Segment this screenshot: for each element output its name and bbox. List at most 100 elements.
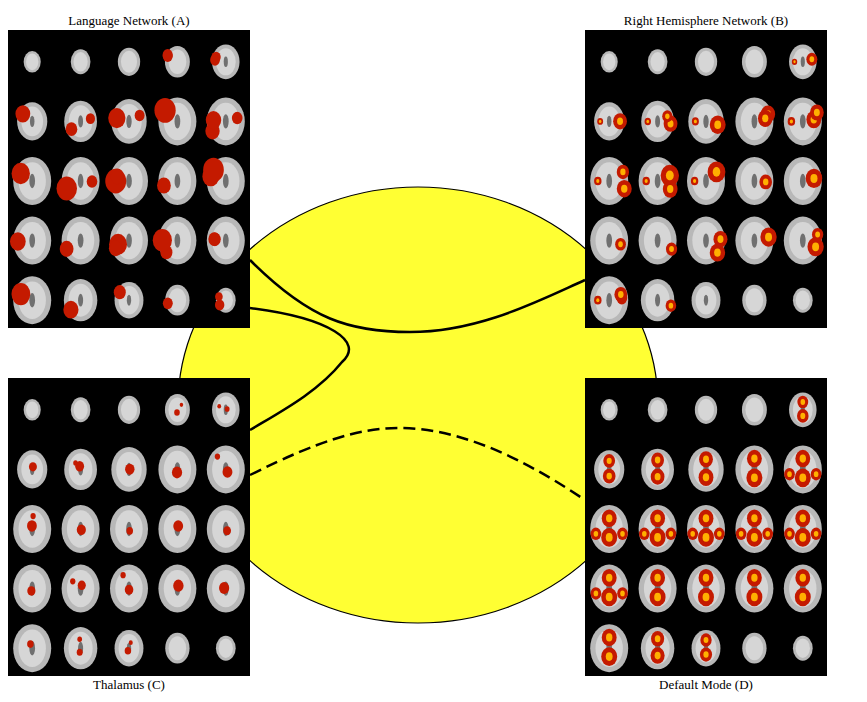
brain-slice [641, 449, 674, 490]
brain-slice [784, 217, 824, 265]
brain-slice [784, 565, 822, 613]
brain-slice [687, 217, 727, 265]
brain-slice [111, 447, 146, 492]
brain-slice [639, 157, 679, 205]
brain-slice [71, 49, 91, 74]
brain-slice [784, 445, 822, 493]
brain-slice [742, 285, 766, 316]
brain-slice [742, 46, 767, 78]
brain-slice [688, 447, 723, 492]
brain-slice [735, 445, 773, 493]
brain-slice [12, 157, 52, 205]
brain-slice [687, 505, 725, 553]
scan-background [8, 30, 250, 328]
brain-slice [594, 450, 624, 488]
scan-panel: Default Mode (D) [585, 378, 827, 694]
brain-slice [742, 394, 767, 426]
brain-slice [641, 627, 674, 669]
brain-slice [60, 217, 100, 265]
brain-slice [24, 51, 41, 73]
brain-slice [735, 97, 775, 145]
brain-slice [784, 505, 822, 553]
brain-slice [692, 282, 721, 318]
brain-slice [115, 630, 144, 666]
brain-slice [114, 282, 144, 318]
brain-slice [15, 102, 47, 140]
brain-slice [64, 627, 97, 669]
brain-slice [109, 217, 148, 265]
panel-title: Thalamus (C) [8, 676, 250, 694]
panel-title: Right Hemisphere Network (B) [585, 12, 827, 30]
brain-scan-image [585, 30, 827, 328]
brain-slice [63, 279, 97, 321]
brain-slice [695, 396, 717, 424]
brain-slice [735, 505, 773, 553]
brain-slice [105, 157, 148, 205]
brain-slice [202, 157, 244, 205]
brain-slice [165, 633, 189, 664]
brain-slice [692, 630, 721, 666]
brain-slice [793, 636, 813, 661]
brain-slice [784, 97, 824, 145]
brain-slice [64, 101, 97, 142]
brain-slice [639, 565, 677, 613]
brain-slice [215, 288, 236, 313]
brain-slice [641, 279, 676, 321]
brain-slice [165, 394, 190, 426]
brain-slice [601, 399, 618, 421]
brain-scan-image [8, 378, 250, 676]
brain-slice [216, 636, 236, 661]
brain-slice [13, 505, 51, 553]
brain-slice [205, 97, 244, 145]
panel-title: Language Network (A) [8, 12, 250, 30]
brain-slice [207, 565, 245, 613]
brain-slice [735, 565, 773, 613]
brain-slice [594, 102, 627, 140]
brain-slice [118, 48, 140, 76]
brain-slice [110, 565, 148, 613]
brain-slice [590, 157, 632, 205]
brain-slice [648, 397, 668, 422]
brain-slice [10, 217, 51, 265]
scan-panel: Thalamus (C) [8, 378, 250, 694]
brain-slice [158, 565, 196, 613]
brain-scan-image [8, 30, 250, 328]
brain-slice [154, 97, 196, 145]
brain-slice [64, 449, 97, 490]
brain-slice [590, 276, 628, 324]
brain-slice [639, 505, 677, 553]
brain-slice [108, 99, 146, 144]
brain-slice [735, 217, 776, 265]
brain-slice [157, 157, 196, 205]
brain-scan-image [585, 378, 827, 676]
brain-slice [163, 46, 190, 78]
brain-slice [13, 624, 51, 672]
brain-slice [207, 505, 245, 553]
brain-slice [590, 505, 628, 553]
brain-slice [163, 285, 190, 316]
brain-slice [17, 450, 47, 488]
brain-slice [688, 99, 725, 144]
brain-slice [687, 157, 725, 205]
brain-slice [71, 397, 91, 422]
brain-slice [735, 157, 773, 205]
brain-slice [590, 217, 628, 265]
dashed-connector [250, 428, 585, 500]
brain-slice [11, 276, 51, 324]
brain-slice [207, 445, 245, 493]
brain-slice [207, 217, 245, 265]
brain-slice [62, 565, 100, 613]
brain-slice [742, 633, 766, 664]
brain-slice [210, 44, 239, 79]
brain-slice [158, 445, 196, 493]
brain-slice [590, 565, 628, 613]
solid-connector [250, 308, 349, 430]
brain-slice [110, 505, 148, 553]
brain-slice [789, 44, 817, 79]
scan-background [8, 378, 250, 676]
brain-slice [695, 48, 717, 76]
scan-panel: Right Hemisphere Network (B) [585, 12, 827, 328]
brain-slice [639, 217, 678, 265]
panel-title: Default Mode (D) [585, 676, 827, 694]
brain-slice [118, 396, 140, 424]
